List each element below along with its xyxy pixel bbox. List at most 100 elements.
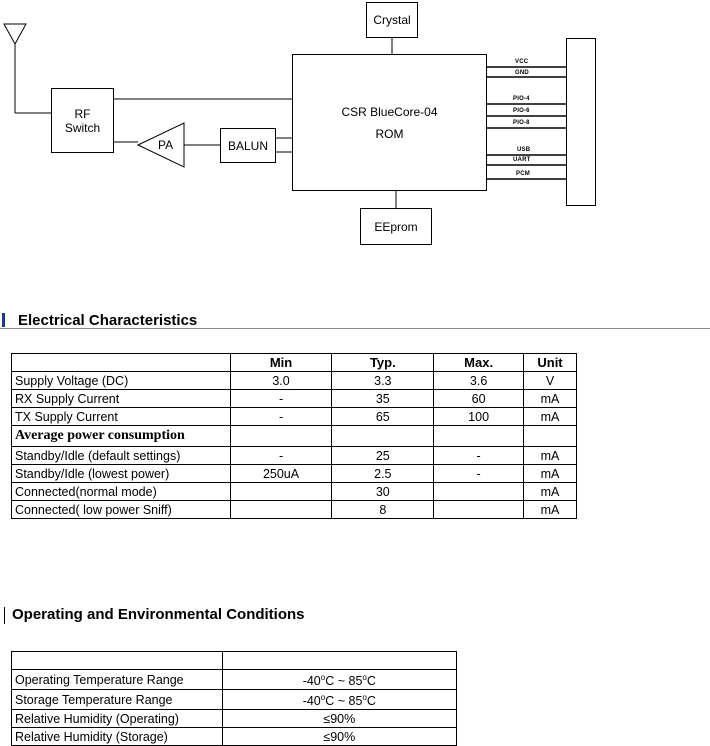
table-row: Relative Humidity (Storage) ≤90%	[11, 727, 458, 746]
degree-mark: o	[320, 673, 326, 682]
row-label: RX Supply Current	[11, 389, 231, 408]
row-label: Operating Temperature Range	[11, 668, 223, 691]
connector-block	[566, 38, 596, 206]
pin-lines	[486, 66, 566, 180]
csr-chip-label: CSR BlueCore-04	[341, 104, 438, 119]
row-label: Standby/Idle (default settings)	[11, 446, 231, 465]
row-typ: 35	[331, 389, 435, 408]
table-header-row: Min Typ. Max. Unit	[11, 353, 577, 372]
row-min: -	[229, 389, 333, 408]
table-row: Standby/Idle (default settings) - 25 - m…	[11, 446, 577, 465]
row-typ: 30	[331, 482, 435, 501]
header-cell-max: Max.	[433, 353, 525, 372]
pin-label-pio8: PIO-8	[513, 120, 530, 126]
row-max	[433, 482, 525, 501]
row-label: Standby/Idle (lowest power)	[11, 464, 231, 483]
row-typ: 2.5	[331, 464, 435, 483]
degree-mark: o	[362, 693, 367, 703]
table-header-row	[11, 651, 458, 670]
temperature-value: -40oC ~ 85oC	[221, 668, 458, 691]
row-max: -	[433, 446, 525, 465]
eeprom-label: EEprom	[374, 219, 418, 234]
table-row: Connected( low power Sniff) 8 mA	[11, 500, 577, 519]
table-row: TX Supply Current - 65 100 mA	[11, 407, 577, 426]
range-sep: ~	[334, 674, 349, 689]
header-cell	[11, 651, 223, 670]
table-row: RX Supply Current - 35 60 mA	[11, 389, 577, 408]
pa-label: PA	[158, 138, 174, 152]
row-label: Storage Temperature Range	[11, 689, 223, 711]
table-row: Operating Temperature Range -40oC ~ 85oC	[11, 668, 458, 691]
pin-label-pio4: PIO-4	[513, 96, 530, 102]
row-max: 3.6	[433, 371, 525, 390]
table-group-row: Average power consumption	[11, 425, 577, 447]
csr-bluecore-block: CSR BlueCore-04 ROM	[292, 54, 487, 191]
section-marker	[2, 313, 5, 327]
row-unit: mA	[523, 389, 577, 408]
row-typ: 25	[331, 446, 435, 465]
row-typ: 8	[331, 500, 435, 519]
row-typ	[331, 425, 435, 447]
row-min	[229, 425, 333, 447]
csr-rom-label: ROM	[375, 126, 404, 141]
row-label: Supply Voltage (DC)	[11, 371, 231, 390]
row-min: -	[229, 446, 333, 465]
degree-mark: o	[320, 693, 326, 703]
row-min	[229, 482, 333, 501]
section-marker-thin	[4, 607, 5, 624]
row-max	[433, 425, 525, 447]
humidity-value: ≤90%	[221, 727, 458, 746]
pin-label-uart: UART	[513, 157, 531, 163]
electrical-heading: Electrical Characteristics	[18, 312, 198, 329]
row-typ: 3.3	[331, 371, 435, 390]
group-label: Average power consumption	[11, 425, 231, 447]
degree-mark: o	[362, 673, 367, 682]
table-row: Storage Temperature Range -40oC ~ 85oC	[11, 689, 458, 711]
header-cell	[221, 651, 458, 670]
table-row: Relative Humidity (Operating) ≤90%	[11, 709, 458, 729]
header-cell-min: Min	[229, 353, 333, 372]
row-min	[229, 500, 333, 519]
block-diagram	[3, 23, 566, 208]
row-unit: mA	[523, 500, 577, 519]
table-row: Standby/Idle (lowest power) 250uA 2.5 - …	[11, 464, 577, 483]
operating-table: Operating Temperature Range -40oC ~ 85oC…	[11, 651, 458, 746]
range-sep: ~	[334, 694, 349, 709]
temp-unit: C	[366, 694, 376, 709]
row-unit: mA	[523, 482, 577, 501]
table-row: Supply Voltage (DC) 3.0 3.3 3.6 V	[11, 371, 577, 390]
eeprom-block: EEprom	[360, 208, 432, 245]
row-max: 100	[433, 407, 525, 426]
balun-block: BALUN	[220, 128, 276, 163]
row-unit: mA	[523, 464, 577, 483]
temp-unit: C	[366, 674, 376, 689]
antenna-icon	[3, 23, 51, 114]
table-row: Connected(normal mode) 30 mA	[11, 482, 577, 501]
rf-switch-label-2: Switch	[64, 120, 101, 135]
rf-switch-label-1: RF	[74, 106, 91, 121]
row-label: Connected( low power Sniff)	[11, 500, 231, 519]
operating-heading: Operating and Environmental Conditions	[12, 606, 305, 623]
row-min: 3.0	[229, 371, 333, 390]
pin-label-pcm: PCM	[516, 171, 530, 177]
row-label: TX Supply Current	[11, 407, 231, 426]
crystal-block: Crystal	[366, 2, 418, 38]
row-max: -	[433, 464, 525, 483]
crystal-label: Crystal	[373, 13, 411, 27]
row-label: Relative Humidity (Storage)	[11, 727, 223, 746]
row-unit	[523, 425, 577, 447]
row-unit: mA	[523, 407, 577, 426]
row-max	[433, 500, 525, 519]
pin-label-gnd: GND	[515, 70, 529, 76]
row-label: Connected(normal mode)	[11, 482, 231, 501]
section-divider	[0, 328, 710, 329]
header-cell	[11, 353, 231, 372]
temp-unit: C	[325, 674, 335, 689]
pin-label-usb: USB	[517, 147, 531, 153]
row-min: 250uA	[229, 464, 333, 483]
balun-label: BALUN	[227, 138, 268, 153]
pin-label-vcc: VCC	[515, 59, 529, 65]
temp-min: -40	[302, 674, 321, 689]
rf-switch-block: RF Switch	[51, 88, 114, 153]
row-min: -	[229, 407, 333, 426]
